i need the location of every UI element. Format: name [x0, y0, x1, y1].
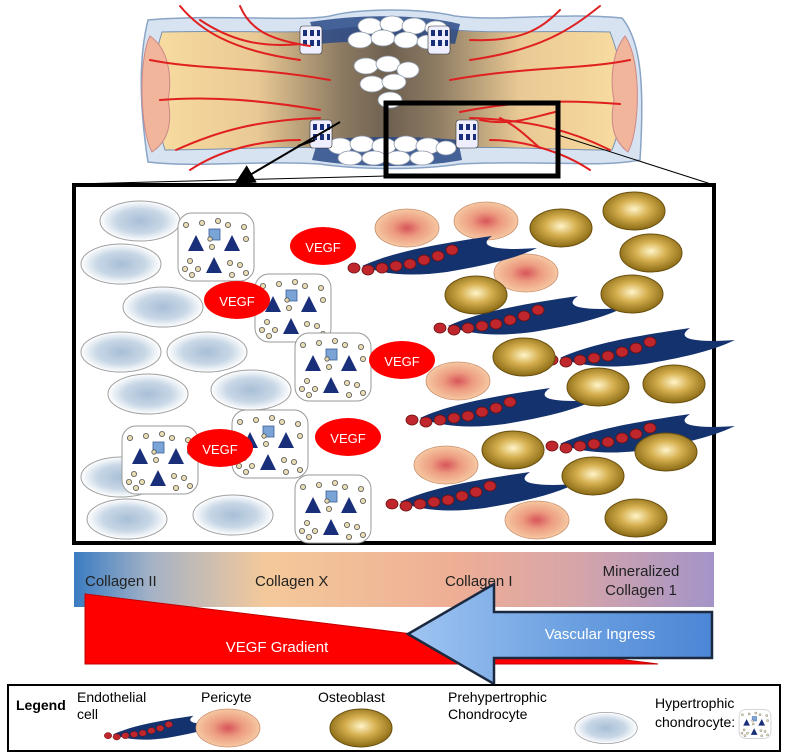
legend-pericyte-label: Pericyte	[201, 689, 252, 705]
legend: Legend Endothelial cell Pericyte Osteobl…	[7, 684, 781, 752]
legend-prehypertrophic-label-line1: Prehypertrophic	[448, 689, 547, 705]
legend-pericyte: Pericyte	[195, 689, 261, 748]
legend-prehypertrophic: Prehypertrophic Chondrocyte	[448, 689, 638, 744]
legend-osteoblast-label: Osteoblast	[318, 689, 385, 705]
vegf-ovals: VEGF VEGF VEGF VEGF VEGF	[187, 227, 435, 467]
collagen-x-label: Collagen X	[255, 573, 328, 590]
legend-endothelial: Endothelial cell	[77, 689, 222, 741]
vegf-oval: VEGF	[369, 341, 435, 379]
mineralized-label-line1: Mineralized	[603, 563, 680, 580]
vascular-ingress-label: Vascular Ingress	[545, 626, 656, 643]
vegf-oval: VEGF	[315, 418, 381, 456]
legend-hypertrophic-label-line2: chondrocyte:	[655, 714, 735, 730]
vegf-label: VEGF	[330, 431, 365, 446]
vegf-oval: VEGF	[204, 281, 270, 319]
legend-osteoblast: Osteoblast	[318, 689, 393, 748]
vegf-label: VEGF	[384, 354, 419, 369]
legend-endothelial-label-line2: cell	[77, 706, 98, 722]
vegf-oval: VEGF	[187, 429, 253, 467]
collagen-ii-label: Collagen II	[85, 573, 157, 590]
zoom-panel: VEGF VEGF VEGF VEGF VEGF	[72, 183, 736, 545]
vegf-oval: VEGF	[290, 227, 356, 265]
vegf-gradient-label: VEGF Gradient	[226, 639, 329, 656]
collagen-gradient-bar: Collagen II Collagen X Collagen I Minera…	[74, 552, 714, 607]
legend-hypertrophic-label-line1: Hypertrophic	[655, 695, 734, 711]
legend-title: Legend	[16, 697, 66, 713]
vascular-ingress-arrow: Vascular Ingress	[405, 581, 714, 687]
vegf-label: VEGF	[305, 240, 340, 255]
legend-prehypertrophic-label-line2: Chondrocyte	[448, 706, 528, 722]
bone-illustration	[73, 5, 715, 186]
legend-hypertrophic: Hypertrophic chondrocyte:	[655, 695, 772, 739]
vegf-label: VEGF	[202, 442, 237, 457]
legend-endothelial-label-line1: Endothelial	[77, 689, 146, 705]
vegf-label: VEGF	[219, 294, 254, 309]
mineralized-label-line2: Collagen 1	[605, 582, 677, 599]
collagen-i-label: Collagen I	[445, 573, 513, 590]
